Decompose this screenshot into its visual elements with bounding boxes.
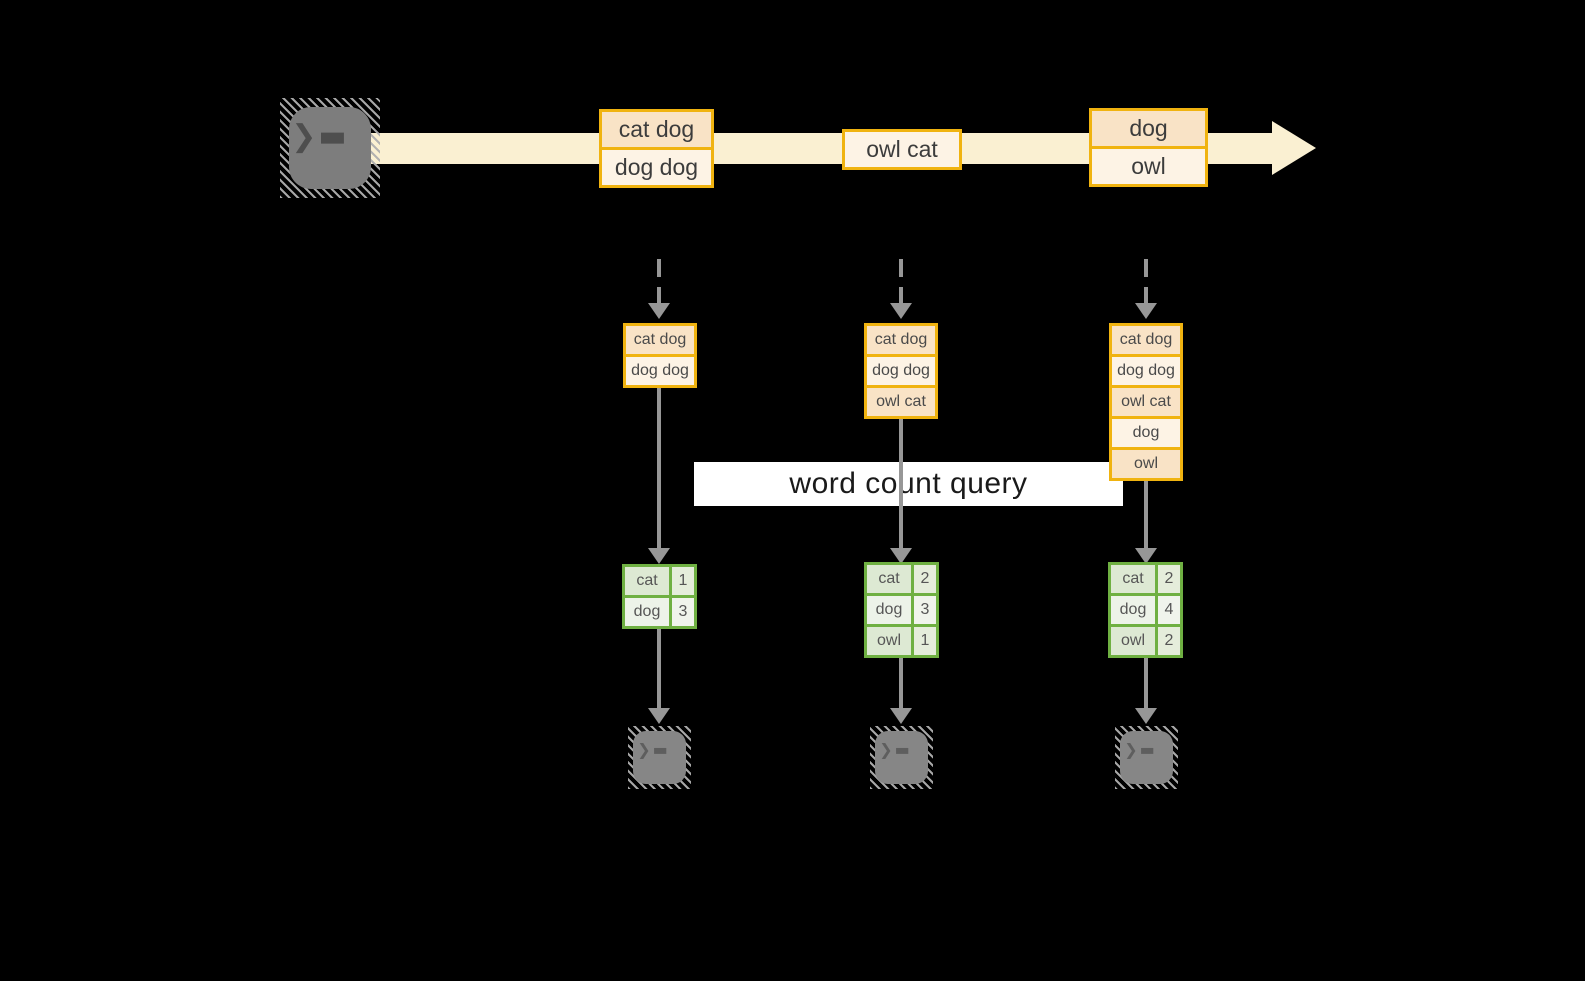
input-row: owl cat bbox=[1112, 388, 1180, 416]
terminal-prompt-icon: ❯▬ bbox=[633, 731, 686, 784]
arrow-down-icon bbox=[1135, 548, 1157, 564]
result-word-cell: owl bbox=[1111, 627, 1155, 655]
result-count-cell: 2 bbox=[1158, 627, 1180, 655]
input-row: dog dog bbox=[626, 357, 694, 385]
input-row: dog bbox=[1112, 419, 1180, 447]
terminal-prompt-icon: ❯▬ bbox=[875, 731, 928, 784]
query-arrow-3 bbox=[1144, 480, 1148, 548]
arrow-down-icon bbox=[648, 548, 670, 564]
stream-record: owl bbox=[1092, 149, 1205, 184]
input-row: cat dog bbox=[1112, 326, 1180, 354]
stream-timeline-arrowhead-icon bbox=[1272, 121, 1316, 175]
result-count-cell: 2 bbox=[1158, 565, 1180, 593]
output-arrow-1 bbox=[657, 629, 661, 708]
arrow-down-icon bbox=[648, 708, 670, 724]
arrow-down-icon bbox=[890, 708, 912, 724]
sink-terminal-icon-3: ❯▬ bbox=[1115, 726, 1178, 789]
input-table-2: cat dog dog dog owl cat bbox=[864, 323, 938, 419]
result-count-cell: 2 bbox=[914, 565, 936, 593]
input-row: owl cat bbox=[867, 388, 935, 416]
terminal-prompt-icon: ❯▬ bbox=[289, 107, 371, 189]
stream-batch-2: owl cat bbox=[842, 129, 962, 170]
stream-record: dog dog bbox=[602, 150, 711, 185]
input-row: dog dog bbox=[867, 357, 935, 385]
result-count-cell: 4 bbox=[1158, 596, 1180, 624]
result-word-cell: cat bbox=[867, 565, 911, 593]
source-terminal-icon: ❯▬ bbox=[280, 98, 380, 198]
result-word-cell: dog bbox=[1111, 596, 1155, 624]
query-arrow-2 bbox=[899, 418, 903, 548]
arrow-down-icon bbox=[1135, 708, 1157, 724]
output-arrow-3 bbox=[1144, 658, 1148, 708]
arrow-down-icon bbox=[890, 303, 912, 319]
input-table-1: cat dog dog dog bbox=[623, 323, 697, 388]
result-word-cell: dog bbox=[867, 596, 911, 624]
stream-record: cat dog bbox=[602, 112, 711, 147]
result-word-cell: dog bbox=[625, 598, 669, 626]
result-word-cell: cat bbox=[1111, 565, 1155, 593]
stream-batch-1: cat dog dog dog bbox=[599, 109, 714, 188]
input-row: dog dog bbox=[1112, 357, 1180, 385]
result-table-1: cat 1 dog 3 bbox=[622, 564, 697, 629]
query-label: word count query bbox=[694, 462, 1123, 506]
arrow-down-icon bbox=[648, 303, 670, 319]
trigger-arrow-2 bbox=[899, 259, 903, 303]
arrow-down-icon bbox=[1135, 303, 1157, 319]
input-row: cat dog bbox=[626, 326, 694, 354]
sink-terminal-icon-2: ❯▬ bbox=[870, 726, 933, 789]
trigger-arrow-3 bbox=[1144, 259, 1148, 303]
query-arrow-1 bbox=[657, 387, 661, 548]
input-row: cat dog bbox=[867, 326, 935, 354]
result-word-cell: cat bbox=[625, 567, 669, 595]
input-row: owl bbox=[1112, 450, 1180, 478]
arrow-down-icon bbox=[890, 548, 912, 564]
result-table-2: cat 2 dog 3 owl 1 bbox=[864, 562, 939, 658]
trigger-arrow-1 bbox=[657, 259, 661, 303]
stream-batch-3: dog owl bbox=[1089, 108, 1208, 187]
result-count-cell: 1 bbox=[914, 627, 936, 655]
terminal-prompt-icon: ❯▬ bbox=[1120, 731, 1173, 784]
result-count-cell: 3 bbox=[914, 596, 936, 624]
input-table-3: cat dog dog dog owl cat dog owl bbox=[1109, 323, 1183, 481]
sink-terminal-icon-1: ❯▬ bbox=[628, 726, 691, 789]
result-table-3: cat 2 dog 4 owl 2 bbox=[1108, 562, 1183, 658]
result-count-cell: 1 bbox=[672, 567, 694, 595]
result-count-cell: 3 bbox=[672, 598, 694, 626]
output-arrow-2 bbox=[899, 658, 903, 708]
result-word-cell: owl bbox=[867, 627, 911, 655]
stream-record: dog bbox=[1092, 111, 1205, 146]
stream-record: owl cat bbox=[845, 132, 959, 167]
